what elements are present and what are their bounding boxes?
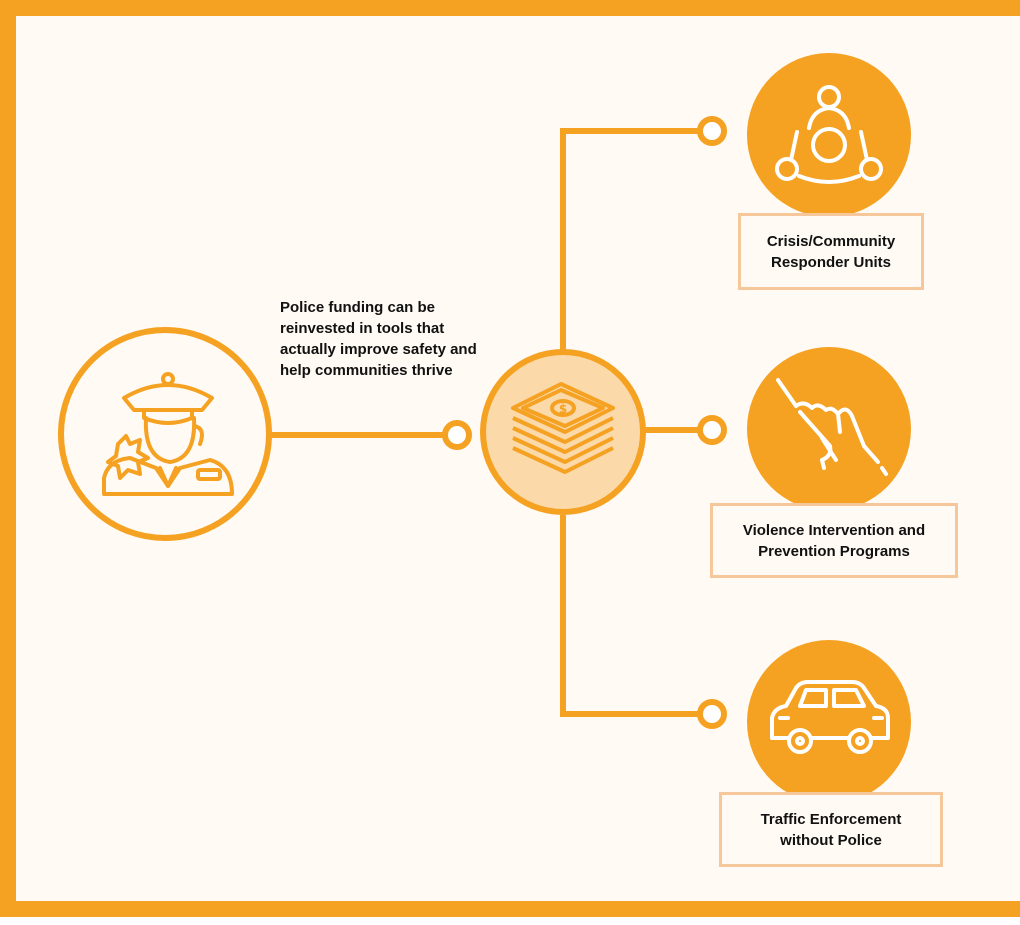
branch-bottom xyxy=(560,515,700,717)
money-hub: $ xyxy=(480,349,646,515)
police-officer-icon xyxy=(102,372,234,496)
money-stack-icon: $ xyxy=(511,382,615,474)
program-label-traffic-text: Traffic Enforcement without Police xyxy=(760,810,902,849)
top-node xyxy=(697,116,727,146)
program-label-traffic: Traffic Enforcement without Police xyxy=(719,792,943,867)
program-label-violence-text: Violence Intervention and Prevention Pro… xyxy=(742,521,926,560)
program-label-crisis-text: Crisis/Community Responder Units xyxy=(766,232,896,271)
intervention-circle xyxy=(747,347,911,511)
program-label-violence: Violence Intervention and Prevention Pro… xyxy=(710,503,958,578)
middle-node xyxy=(697,415,727,445)
source-node xyxy=(442,420,472,450)
bottom-node xyxy=(697,699,727,729)
community-circle xyxy=(747,53,911,217)
branch-top xyxy=(560,128,700,350)
connectors xyxy=(270,128,700,717)
svg-text:$: $ xyxy=(559,402,567,416)
community-group-icon xyxy=(775,85,883,184)
program-label-crisis: Crisis/Community Responder Units xyxy=(738,213,924,290)
intro-text: Police funding can be reinvested in tool… xyxy=(280,299,477,379)
traffic-circle xyxy=(747,640,911,804)
car-icon xyxy=(770,680,890,754)
police-officer-badge xyxy=(58,327,272,541)
helping-hands-icon xyxy=(776,378,888,476)
